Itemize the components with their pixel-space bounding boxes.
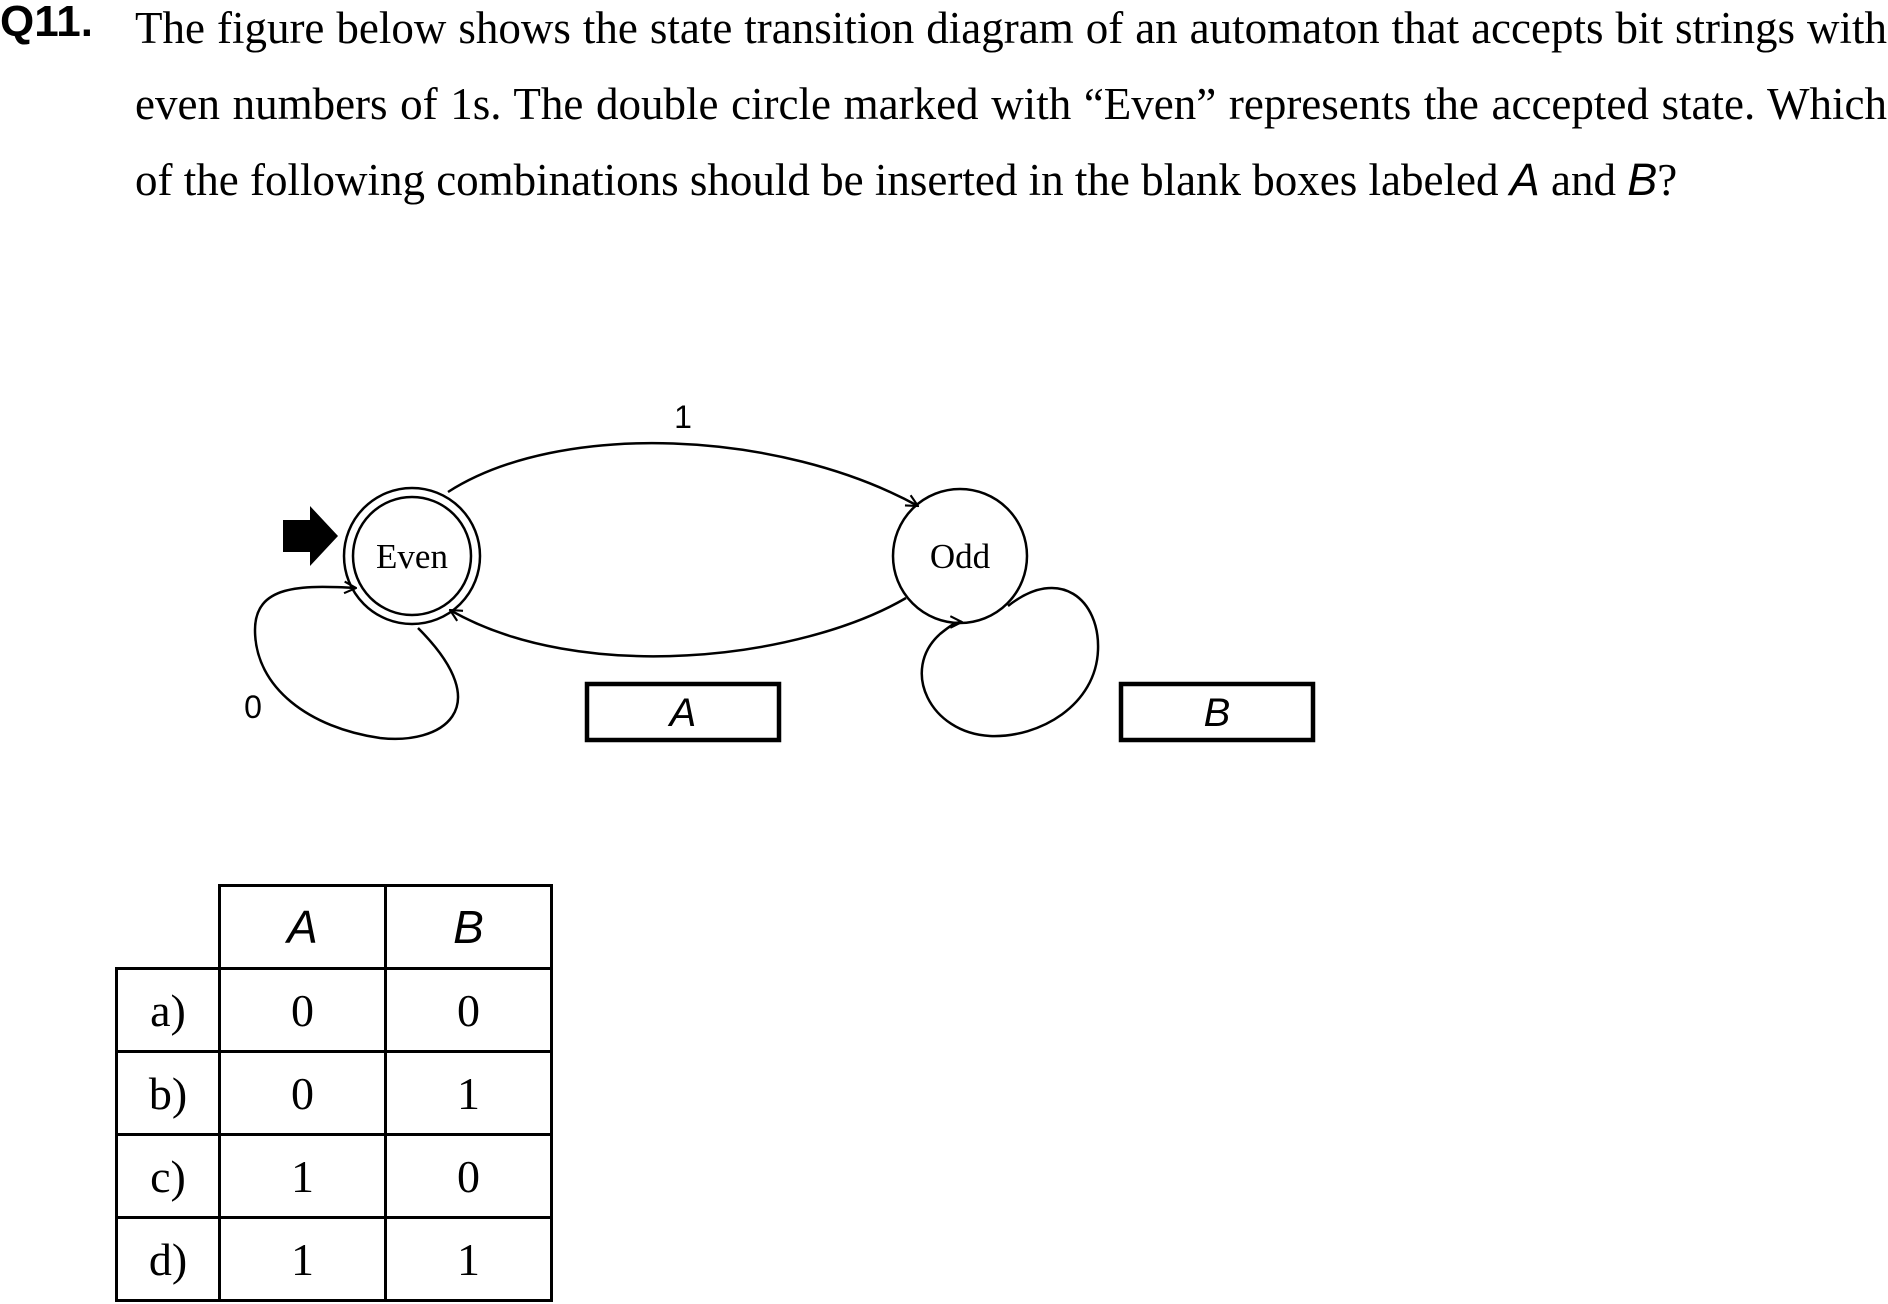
question-text-and: and xyxy=(1539,155,1628,205)
column-header-a: A xyxy=(218,884,387,970)
answer-options-table: A B a) 0 0 b) 0 1 c) 1 0 d) 1 1 xyxy=(115,884,553,1302)
option-value-a: 1 xyxy=(218,1216,387,1302)
option-value-b: 1 xyxy=(384,1216,553,1302)
option-value-b: 0 xyxy=(384,1133,553,1219)
blank-box-a xyxy=(584,681,782,743)
question-text: The figure below shows the state transit… xyxy=(135,0,1887,218)
column-header-b: B xyxy=(384,884,553,970)
option-value-b: 1 xyxy=(384,1050,553,1136)
blank-box-b xyxy=(1118,681,1316,743)
option-label: a) xyxy=(115,967,221,1053)
option-value-a: 0 xyxy=(218,1050,387,1136)
state-odd-label: Odd xyxy=(930,537,991,576)
transition-odd-to-even xyxy=(450,596,907,658)
question-number: Q11. xyxy=(0,0,93,46)
option-label: d) xyxy=(115,1216,221,1302)
blank-box-a-label: A xyxy=(668,691,697,735)
option-label: c) xyxy=(115,1133,221,1219)
option-value-b: 0 xyxy=(384,967,553,1053)
table-row: b) 0 1 xyxy=(115,1050,553,1136)
table-corner-cell xyxy=(116,885,221,970)
option-value-a: 0 xyxy=(218,967,387,1053)
question-blank-b: B xyxy=(1627,154,1658,205)
transition-even-to-odd-label: 1 xyxy=(674,399,692,435)
option-value-a: 1 xyxy=(218,1133,387,1219)
blank-box-b-label: B xyxy=(1204,691,1231,735)
transition-even-self-loop-label: 0 xyxy=(244,689,262,725)
table-row: a) 0 0 xyxy=(115,967,553,1053)
state-even-label: Even xyxy=(376,537,448,576)
start-arrow-icon xyxy=(283,506,338,566)
state-even-inner-circle xyxy=(351,495,473,617)
table-header-row: A B xyxy=(116,884,553,970)
question-text-main: The figure below shows the state transit… xyxy=(135,3,1887,205)
transition-even-self-loop xyxy=(253,587,460,741)
table-row: d) 1 1 xyxy=(115,1216,553,1302)
state-even-outer-circle xyxy=(342,486,482,626)
transition-even-to-odd xyxy=(447,441,918,506)
table-row: c) 1 0 xyxy=(115,1133,553,1219)
question-text-end: ? xyxy=(1657,155,1678,205)
state-transition-diagram: Even Odd 1 0 A B xyxy=(244,399,1316,743)
option-label: b) xyxy=(115,1050,221,1136)
transition-odd-self-loop xyxy=(920,586,1100,738)
question-blank-a: A xyxy=(1509,154,1540,205)
